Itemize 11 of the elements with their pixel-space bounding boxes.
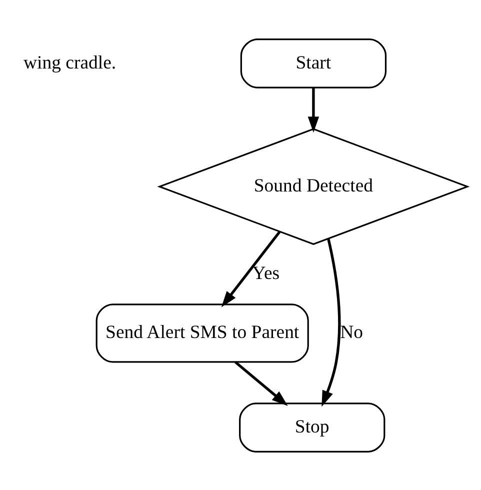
edge-label: Yes [252,262,280,284]
node-box: Start [240,38,387,88]
arrow [308,88,320,132]
node-box: Send Alert SMS to Parent [96,303,309,362]
node-box: Stop [239,402,386,452]
arrow [234,360,288,406]
label: wing cradle. [24,52,116,73]
edge-label: No [340,322,364,343]
arrow [322,238,341,406]
node-diamond: Sound Detected [157,128,470,245]
arrow [221,230,281,307]
